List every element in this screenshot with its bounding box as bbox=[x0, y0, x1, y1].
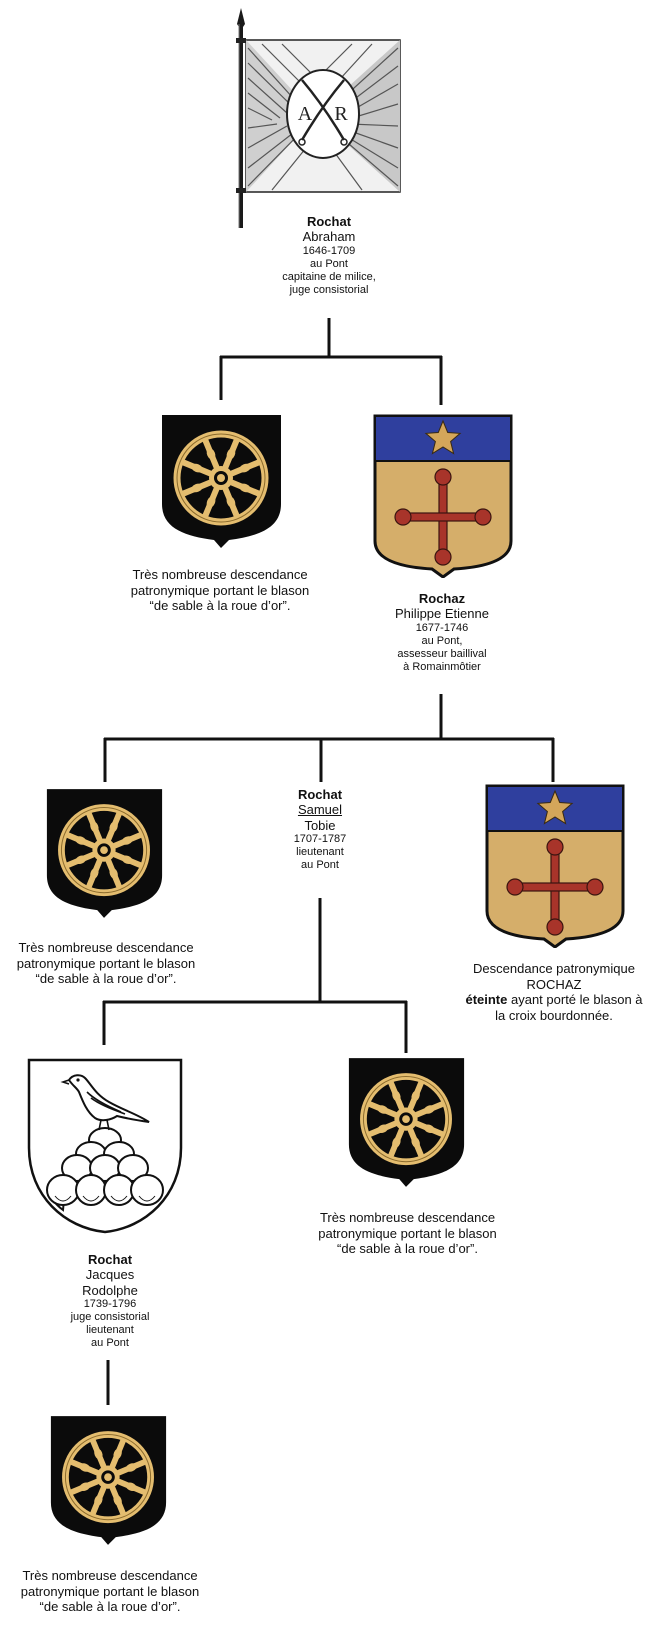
abraham-place: au Pont bbox=[310, 257, 348, 270]
branch-wheel-1-line1: Très nombreuse descendance bbox=[132, 567, 308, 582]
branch-wheel-1-line3: “de sable à la roue d’or”. bbox=[149, 598, 291, 614]
wheel-icon bbox=[360, 1073, 452, 1166]
branch-wheel-2-line2: patronymique portant le blason bbox=[16, 955, 196, 971]
philippe-dates: 1677-1746 bbox=[415, 621, 469, 634]
philippe-surname: Rochaz bbox=[418, 591, 466, 606]
branch-wheel-2-line3: “de sable à la roue d’or”. bbox=[35, 971, 177, 987]
abraham-surname: Rochat bbox=[306, 214, 352, 229]
abraham-role1: capitaine de milice, bbox=[282, 270, 376, 283]
flag-monogram-r: R bbox=[334, 103, 348, 125]
branch-extinct-line4: la croix bourdonnée. bbox=[495, 1007, 613, 1023]
branch-extinct-line2: ROCHAZ bbox=[526, 976, 582, 992]
branch-wheel-4-line1: Très nombreuse descendance bbox=[22, 1568, 198, 1583]
philippe-role2: à Romainmôtier bbox=[403, 660, 481, 673]
cross-bourdonnee-icon bbox=[506, 838, 604, 936]
person-philippe: Rochaz Philippe Etienne 1677-1746 au Pon… bbox=[342, 591, 542, 674]
star-icon bbox=[424, 419, 462, 455]
rochaz-shield-2 bbox=[485, 784, 625, 948]
samuel-given2: Tobie bbox=[304, 817, 336, 833]
jacques-surname: Rochat bbox=[87, 1252, 133, 1267]
wheel-shield-2 bbox=[46, 789, 163, 918]
wheel-shield-1 bbox=[162, 415, 281, 548]
abraham-given: Abraham bbox=[302, 229, 356, 245]
abraham-dates: 1646-1709 bbox=[302, 244, 356, 257]
jacques-role1: juge consistorial bbox=[70, 1310, 150, 1323]
abraham-role2: juge consistorial bbox=[289, 283, 369, 296]
flag-monogram-a: A bbox=[298, 103, 313, 125]
star-icon bbox=[536, 789, 574, 825]
branch-wheel-3-line2: patronymique portant le blason bbox=[318, 1225, 497, 1241]
branch-wheel-1-caption: Très nombreuse descendance patronymique … bbox=[110, 567, 330, 614]
branch-wheel-3-line1: Très nombreuse descendance bbox=[319, 1210, 496, 1225]
branch-wheel-3-line3: “de sable à la roue d’or”. bbox=[337, 1241, 478, 1257]
philippe-place: au Pont, bbox=[421, 634, 463, 647]
person-jacques: Rochat Jacques Rodolphe 1739-1796 juge c… bbox=[40, 1252, 180, 1350]
philippe-role1: assesseur baillival bbox=[397, 647, 487, 660]
branch-wheel-2-line1: Très nombreuse descendance bbox=[18, 940, 194, 955]
samuel-place: au Pont bbox=[301, 858, 339, 871]
philippe-given: Philippe Etienne bbox=[395, 606, 489, 622]
person-abraham: Rochat Abraham 1646-1709 au Pont capitai… bbox=[229, 214, 429, 297]
jacques-role2: lieutenant bbox=[86, 1323, 134, 1336]
branch-wheel-4-line2: patronymique portant le blason bbox=[20, 1583, 200, 1599]
branch-wheel-4-caption: Très nombreuse descendance patronymique … bbox=[4, 1568, 216, 1615]
branch-extinct-caption: Descendance patronymique ROCHAZ éteinte … bbox=[440, 961, 660, 1023]
branch-wheel-3-caption: Très nombreuse descendance patronymique … bbox=[300, 1210, 515, 1257]
rochaz-shield-1 bbox=[373, 414, 513, 578]
branch-extinct-line3-bold: éteinte bbox=[465, 992, 508, 1008]
person-samuel: Rochat Samuel Tobie 1707-1787 lieutenant… bbox=[260, 787, 380, 872]
branch-extinct-line1: Descendance patronymique bbox=[473, 961, 635, 976]
wheel-icon bbox=[173, 430, 269, 526]
samuel-surname: Rochat bbox=[297, 787, 343, 802]
jacques-shield bbox=[27, 1058, 183, 1234]
samuel-given1: Samuel bbox=[297, 802, 343, 818]
abraham-flag: A R bbox=[236, 8, 401, 228]
samuel-dates: 1707-1787 bbox=[293, 832, 347, 845]
cross-bourdonnee-icon bbox=[394, 468, 492, 566]
samuel-role1: lieutenant bbox=[296, 845, 344, 858]
wheel-shield-3 bbox=[348, 1058, 465, 1187]
wheel-icon bbox=[58, 804, 150, 897]
jacques-dates: 1739-1796 bbox=[83, 1297, 137, 1310]
branch-wheel-2-caption: Très nombreuse descendance patronymique … bbox=[0, 940, 212, 987]
wheel-shield-4 bbox=[50, 1416, 167, 1545]
branch-extinct-line3-rest: ayant porté le blason à bbox=[507, 992, 643, 1008]
jacques-place: au Pont bbox=[91, 1336, 129, 1349]
jacques-given2: Rodolphe bbox=[82, 1282, 138, 1298]
wheel-icon bbox=[62, 1431, 154, 1524]
branch-wheel-1-line2: patronymique portant le blason bbox=[130, 582, 310, 598]
jacques-given1: Jacques bbox=[85, 1267, 135, 1283]
branch-wheel-4-line3: “de sable à la roue d’or”. bbox=[39, 1599, 181, 1615]
